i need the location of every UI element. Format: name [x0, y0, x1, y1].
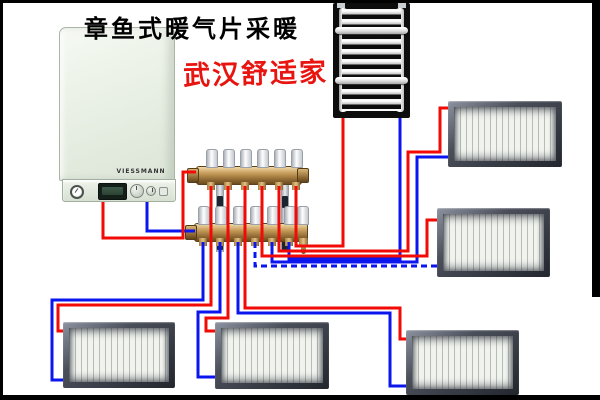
- image-border-right: [592, 0, 600, 297]
- return-port-stub: [285, 238, 293, 246]
- return-valve-cap: [250, 206, 262, 225]
- radiator-bottom-middle: [215, 322, 329, 389]
- boiler-display: [98, 183, 127, 200]
- boiler-control-panel: [62, 179, 176, 202]
- radiator-fins: [454, 107, 556, 161]
- radiator-bottom-left: [63, 322, 175, 388]
- radiator-bottom-right: [406, 330, 519, 395]
- return-port-stub: [199, 238, 207, 246]
- supply-port-stub: [207, 182, 215, 190]
- return-port-stub: [216, 238, 224, 246]
- drain-valve-spout: [301, 246, 306, 254]
- supply-manifold-end-cap: [297, 168, 309, 183]
- supply-valve-cap: [274, 149, 286, 168]
- supply-valve-cap: [291, 149, 303, 168]
- boiler-knob-small: [146, 186, 156, 196]
- supply-valve-cap: [223, 149, 235, 168]
- return-valve-cap: [233, 206, 245, 225]
- supply-valve-cap: [240, 149, 252, 168]
- brand-watermark: 武汉舒适家: [182, 57, 329, 92]
- towel-radiator-cap: [398, 3, 406, 8]
- supply-valve-cap: [257, 149, 269, 168]
- return-port-stub: [234, 238, 242, 246]
- supply-port-stub: [224, 182, 232, 190]
- image-border-left: [0, 0, 3, 400]
- towel-hanger-bar: [335, 27, 408, 34]
- return-valve-cap: [284, 206, 296, 225]
- return-valve-cap: [267, 206, 279, 225]
- drain-valve-cap: [297, 206, 309, 225]
- return-manifold-end-cap: [185, 225, 197, 240]
- radiator-fins: [412, 336, 513, 389]
- wall-boiler: VIESSMANN: [59, 27, 175, 181]
- supply-manifold-end-cap: [187, 168, 199, 183]
- image-border-top: [0, 0, 600, 3]
- supply-port-stub: [258, 182, 266, 190]
- towel-radiator: [333, 3, 410, 118]
- boiler-button: [159, 187, 168, 196]
- return-port-stub: [251, 238, 259, 246]
- pipe-supply-bottom-left: [56, 186, 213, 333]
- boiler-knob: [130, 184, 144, 198]
- return-port-stub: [268, 238, 276, 246]
- boiler-brand-logo: VIESSMANN: [116, 168, 166, 175]
- radiator-fins: [443, 214, 544, 271]
- towel-radiator-rungs: [342, 9, 401, 111]
- radiator-fins: [221, 328, 323, 383]
- supply-port-stub: [292, 182, 300, 190]
- supply-port-stub: [241, 182, 249, 190]
- supply-valve-cap: [206, 149, 218, 168]
- radiator-fins: [69, 328, 169, 382]
- towel-radiator-cap: [337, 3, 345, 8]
- supply-port-stub: [275, 182, 283, 190]
- page-title: 章鱼式暖气片采暖: [84, 15, 300, 43]
- radiator-top-right: [448, 101, 562, 167]
- return-valve-cap: [215, 206, 227, 225]
- radiator-mid-right: [437, 208, 550, 277]
- image-border-bottom: [0, 395, 600, 400]
- return-valve-cap: [198, 206, 210, 225]
- towel-hanger-bar: [335, 77, 408, 84]
- pressure-gauge-icon: [70, 185, 84, 199]
